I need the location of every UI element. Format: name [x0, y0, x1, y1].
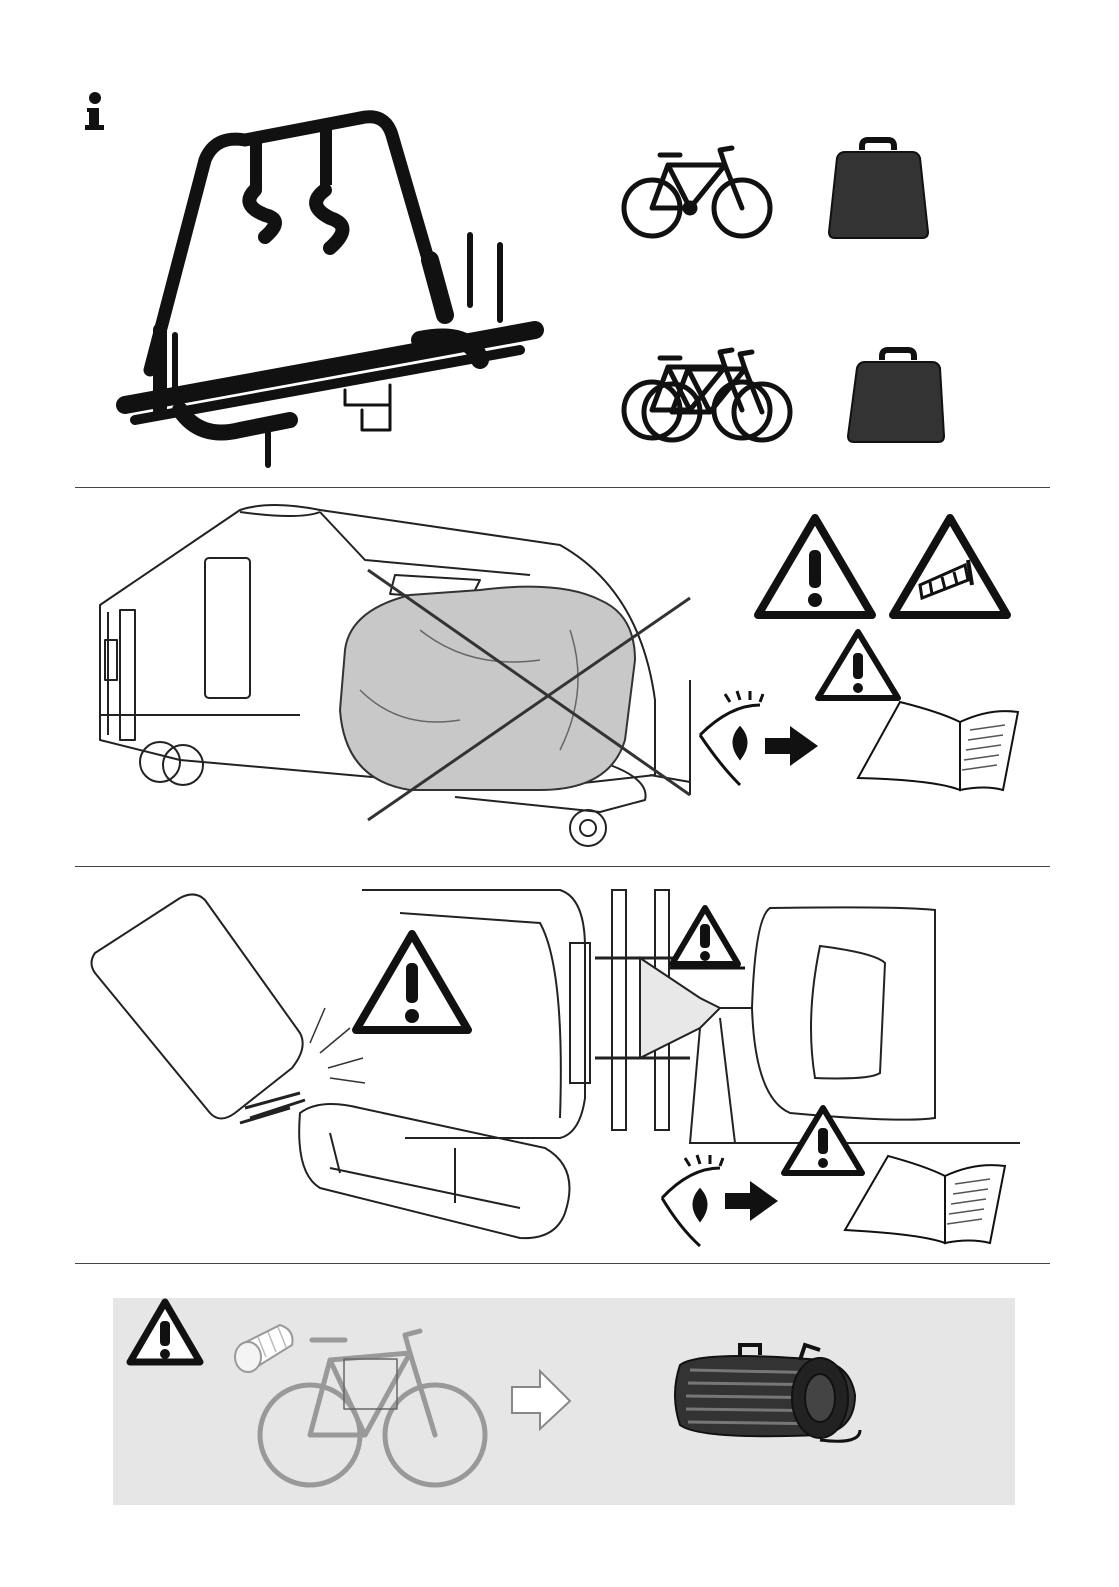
- single-bike-icon: [624, 148, 770, 236]
- arrow-right-icon: [765, 726, 818, 766]
- weight-icon: [848, 350, 944, 442]
- info-icon: [85, 92, 104, 130]
- warning-icon: [758, 518, 872, 615]
- arrow-outline-icon: [512, 1371, 570, 1429]
- section-clearance: [0, 868, 1119, 1263]
- arrow-right-icon: [725, 1181, 778, 1221]
- section-no-cover-svg: [0, 490, 1119, 868]
- section-divider: [75, 487, 1050, 488]
- eye-icon: [662, 1155, 723, 1246]
- crosswind-warning-icon: [893, 518, 1007, 615]
- section-divider: [75, 1263, 1050, 1264]
- bike-rack-illustration: [125, 117, 535, 465]
- eye-icon: [700, 691, 763, 785]
- section-divider: [75, 866, 1050, 867]
- caravan-turning-illustration: [92, 894, 570, 1238]
- frame-protector-icon: [235, 1325, 293, 1372]
- section-no-cover: [0, 490, 1119, 868]
- section-clearance-svg: [0, 868, 1119, 1263]
- section-frame-protector-svg: [0, 1265, 1119, 1525]
- strap-bundle-illustration: [675, 1345, 860, 1441]
- collision-warning-icon: [310, 934, 468, 1083]
- section-rack-load: [0, 0, 1119, 490]
- bike-cover-prohibited: [340, 570, 690, 820]
- manual-book-icon: [845, 1156, 1005, 1243]
- double-bike-icon: [624, 350, 790, 440]
- weight-icon: [829, 140, 928, 238]
- bike-outline-illustration: [260, 1331, 485, 1485]
- clearance-warning-icon: [672, 908, 738, 964]
- warning-icon: [130, 1302, 200, 1362]
- section-frame-protector: [0, 1265, 1119, 1525]
- warning-icon: [818, 632, 898, 698]
- manual-book-icon: [858, 702, 1018, 790]
- section-rack-load-svg: [0, 0, 1119, 490]
